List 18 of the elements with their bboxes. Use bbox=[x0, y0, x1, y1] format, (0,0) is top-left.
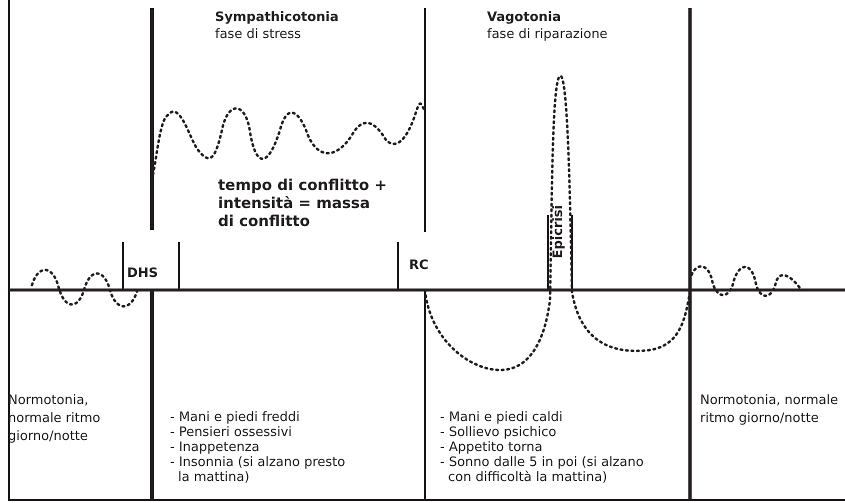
phase-heading: Sympathicotonia bbox=[215, 10, 340, 25]
symptom-item: - Sonno dalle 5 in poi (si alzano con difficoltà la mattina) bbox=[440, 455, 645, 485]
symptom-item: - Insonnia (si alzano presto la mattina) bbox=[170, 455, 346, 485]
phase-heading: Vagotonia bbox=[487, 10, 562, 25]
event-label: RC bbox=[409, 258, 430, 273]
symptom-item: - Pensieri ossessivi bbox=[170, 425, 293, 440]
formula-text: tempo di conflitto + intensità = massa di conflitto bbox=[218, 176, 388, 230]
event-label: Epicrisi bbox=[551, 205, 566, 258]
phase-note: Normotonia, normale ritmo giorno/notte bbox=[8, 392, 102, 446]
symptom-item: - Mani e piedi caldi bbox=[440, 410, 564, 425]
phase-subtitle: fase di riparazione bbox=[487, 27, 609, 42]
event-label: DHS bbox=[127, 266, 160, 281]
symptom-item: - Mani e piedi freddi bbox=[170, 410, 301, 425]
symptom-item: - Inappetenza bbox=[170, 440, 260, 455]
symptom-item: - Sollievo psichico bbox=[440, 425, 558, 440]
phase-note: Normotonia, normale ritmo giorno/notte bbox=[700, 392, 840, 428]
symptom-item: - Appetito torna bbox=[440, 440, 544, 455]
phase-subtitle: fase di stress bbox=[215, 27, 302, 42]
